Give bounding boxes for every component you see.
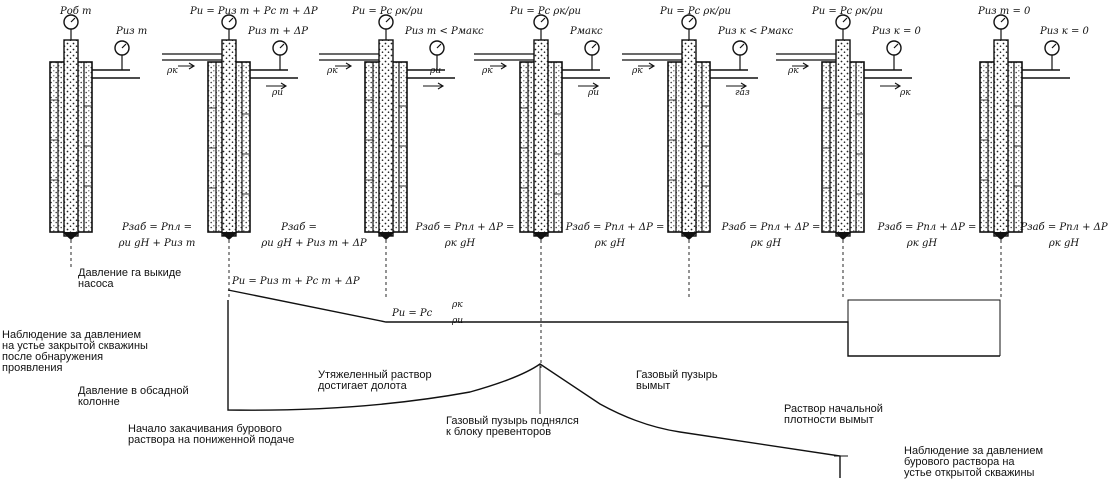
drill-pipe xyxy=(681,39,697,237)
label-bubble-out: Газовый пузырь вымыт xyxy=(636,369,718,392)
stage1-bottom-line2: ρи gH + Pиз т xyxy=(118,238,196,249)
drill-bit xyxy=(377,232,395,240)
well-5 xyxy=(622,14,758,300)
stage6-top-left: Pи = Pс ρк/ρи xyxy=(812,6,883,17)
label-heavy-mud: Утяжеленный раствор достигает долота xyxy=(318,369,432,392)
label-initial-mud-out: Раствор начальной плотности вымыт xyxy=(784,403,883,426)
inflow-arrow-icon xyxy=(178,62,196,70)
stage7-bottom-line1: Pзаб = Pпл + ΔP xyxy=(1020,222,1108,233)
stage3-top-right: Pиз т < Pмакс xyxy=(405,26,484,37)
stage3-fluid-out: ρи xyxy=(430,66,442,76)
stage3-bottom-line1: Pзаб = Pпл + ΔP = xyxy=(415,222,515,233)
stage1-top-right: Pиз т xyxy=(116,26,148,37)
drill-pipe xyxy=(63,39,79,237)
drill-pipe xyxy=(378,39,394,237)
stage5-bottom-line2: ρк gH xyxy=(750,238,782,249)
stage4-bottom-line1: Pзаб = Pпл + ΔP = xyxy=(565,222,665,233)
stage3-bottom-line2: ρк gH xyxy=(444,238,476,249)
inflow-arrow-icon xyxy=(490,62,508,70)
stage2-top-left: Pи = Pиз т + Pс т + ΔP xyxy=(190,6,318,17)
stage2-bottom-line2: ρи gH + Pиз т + ΔP xyxy=(261,238,367,249)
well-1 xyxy=(49,14,140,240)
stage6-fluid-out: ρк xyxy=(900,88,911,98)
drill-pipe xyxy=(533,39,549,237)
drill-bit xyxy=(992,232,1010,240)
stage6-bottom-line1: Pзаб = Pпл + ΔP = xyxy=(877,222,977,233)
stage2-fluid-out: ρи xyxy=(272,88,284,98)
stage2-bottom-line1: Pзаб = xyxy=(281,222,317,233)
drill-pipe xyxy=(993,39,1009,237)
well-3 xyxy=(319,14,455,300)
outflow-arrow-icon xyxy=(880,82,902,90)
outflow-arrow-icon xyxy=(266,82,288,90)
drill-bit xyxy=(532,232,550,240)
stage3-fluid-in: ρк xyxy=(327,66,338,76)
casing-pressure-curve xyxy=(227,300,841,478)
well-6 xyxy=(776,14,912,300)
pressure-graph xyxy=(227,289,1001,478)
label-pumping-start: Начало закачивания бурового раствора на … xyxy=(128,423,295,446)
drill-pipe xyxy=(835,39,851,237)
stage5-top-left: Pи = Pс ρк/ρи xyxy=(660,6,731,17)
stage4-top-left: Pи = Pс ρк/ρи xyxy=(510,6,581,17)
well-2 xyxy=(162,14,298,300)
stage6-fluid-in: ρк xyxy=(788,66,799,76)
outflow-arrow-icon xyxy=(726,82,748,90)
stage3-top-left: Pи = Pс ρк/ρи xyxy=(352,6,423,17)
stage6-bottom-line2: ρк gH xyxy=(906,238,938,249)
stage6-top-right: Pиз к = 0 xyxy=(872,26,921,37)
well-7 xyxy=(979,14,1070,300)
outflow-arrow-icon xyxy=(423,82,445,90)
pump-pressure-step xyxy=(847,299,1001,356)
inflow-arrow-icon xyxy=(638,62,656,70)
stage2-fluid-in: ρк xyxy=(167,66,178,76)
stage7-top-left: Pиз т = 0 xyxy=(978,6,1031,17)
stage4-top-right: Pмакс xyxy=(570,26,603,37)
stage2-top-right: Pиз т + ΔP xyxy=(248,26,308,37)
inflow-arrow-icon xyxy=(792,62,810,70)
stage1-bottom-line1: Pзаб = Pпл = xyxy=(121,222,193,233)
stage4-fluid-in: ρк xyxy=(482,66,493,76)
stage7-top-right: Pиз к = 0 xyxy=(1040,26,1089,37)
inflow-arrow-icon xyxy=(335,62,353,70)
stage5-bottom-line1: Pзаб = Pпл + ΔP = xyxy=(721,222,821,233)
graph-start-formula: Pи = Pиз т + Pс т + ΔP xyxy=(232,276,360,287)
label-bubble-rise: Газовый пузырь поднялся к блоку превенто… xyxy=(446,415,579,438)
drill-bit xyxy=(62,232,80,240)
stage5-fluid-out: газ xyxy=(735,88,750,98)
stage5-top-right: Pиз к < Pмакс xyxy=(718,26,794,37)
stage5-fluid-in: ρк xyxy=(632,66,643,76)
stage4-fluid-out: ρи xyxy=(588,88,600,98)
label-casing-pressure: Давление в обсадной колонне xyxy=(78,385,189,408)
graph-plateau-denominator: ρи xyxy=(452,316,464,326)
stage1-top-left: Pоб т xyxy=(60,6,92,17)
graph-plateau-formula-lhs: Pи = Pс xyxy=(392,308,433,319)
label-closed-well-observation: Наблюдение за давлением на устье закрыто… xyxy=(2,329,148,374)
stage7-bottom-line2: ρк gH xyxy=(1048,238,1080,249)
label-pump-pressure: Давление га выкиде насоса xyxy=(78,267,182,290)
drill-pipe xyxy=(221,39,237,237)
well-4 xyxy=(474,14,610,368)
drill-bit xyxy=(680,232,698,240)
outflow-arrow-icon xyxy=(578,82,600,90)
stage4-bottom-line2: ρк gH xyxy=(594,238,626,249)
drill-bit xyxy=(220,232,238,240)
graph-plateau-numerator: ρк xyxy=(452,300,463,310)
drill-bit xyxy=(834,232,852,240)
label-open-well-observation: Наблюдение за давлением бурового раствор… xyxy=(904,445,1044,479)
